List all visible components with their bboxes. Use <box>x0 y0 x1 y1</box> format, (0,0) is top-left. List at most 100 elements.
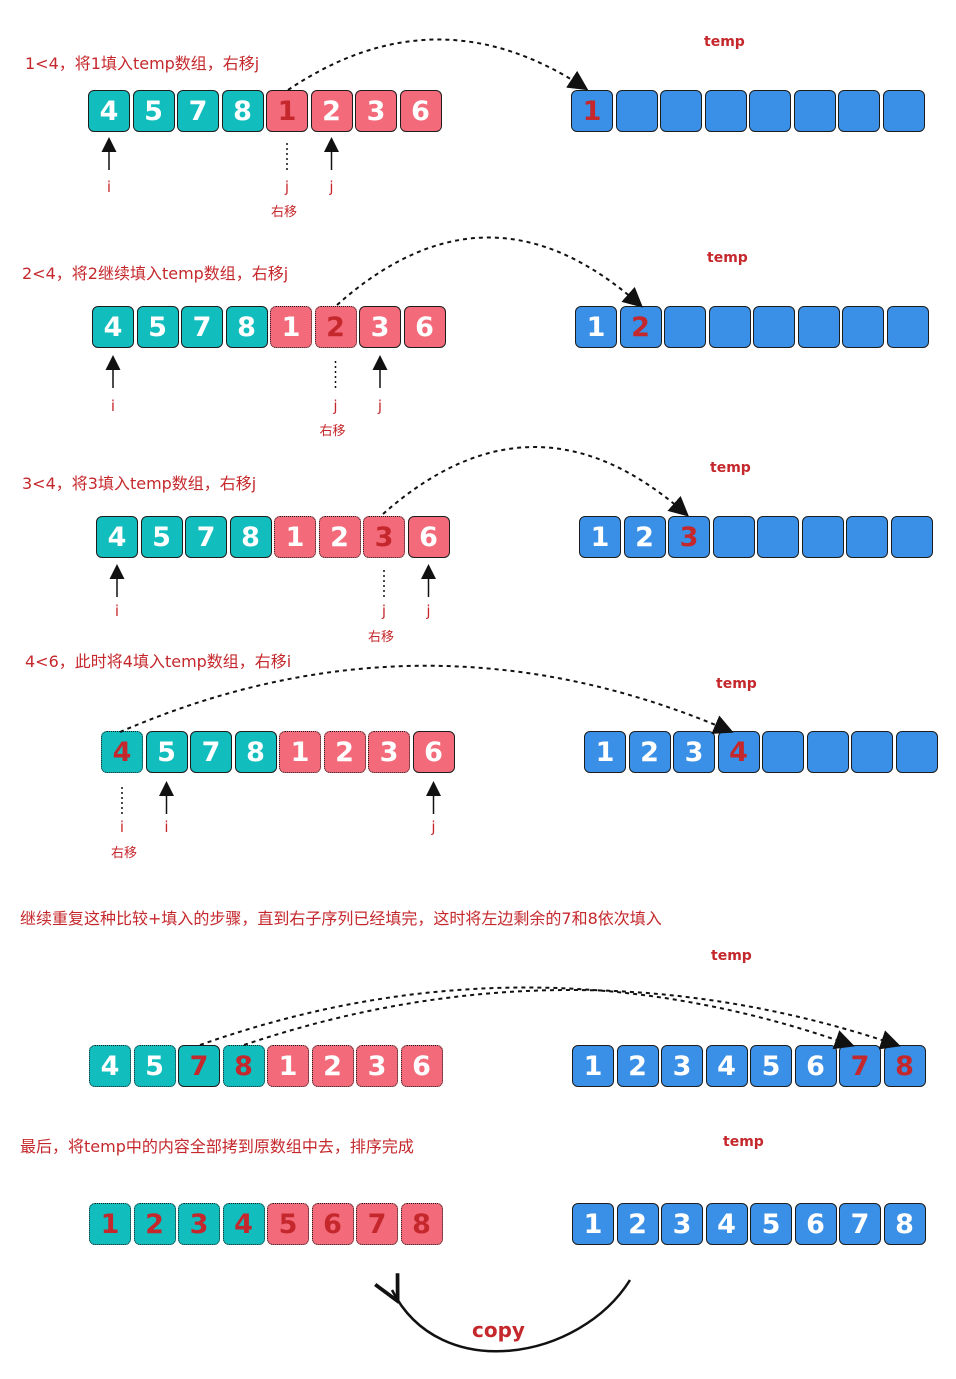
source-cell: 3 <box>356 1045 398 1087</box>
transfer-arrow <box>287 38 589 91</box>
source-cell: 7 <box>177 90 219 132</box>
temp-cell: 1 <box>572 1203 614 1245</box>
temp-array-label: temp <box>723 1134 764 1150</box>
source-cell: 4 <box>92 306 134 348</box>
source-cell: 7 <box>178 1045 220 1087</box>
temp-cell <box>753 306 795 348</box>
source-cell: 2 <box>311 1045 354 1087</box>
temp-cell <box>660 90 702 132</box>
temp-array: 1 <box>571 90 927 132</box>
temp-cell: 5 <box>750 1203 792 1245</box>
temp-cell <box>886 306 929 348</box>
step-caption: 1<4，将1填入temp数组，右移j <box>25 54 260 73</box>
transfer-arrow <box>243 989 901 1050</box>
source-cell: 3 <box>363 516 405 558</box>
step-caption: 继续重复这种比较+填入的步骤，直到右子序列已经填完，这时将左边剩余的7和8依次填… <box>20 909 662 928</box>
temp-cell: 5 <box>750 1045 792 1087</box>
source-cell: 2 <box>314 306 357 348</box>
pointer-label-j: j <box>377 397 383 415</box>
temp-cell: 2 <box>628 731 671 773</box>
temp-cell: 3 <box>661 1045 703 1087</box>
source-cell: 5 <box>136 306 179 348</box>
source-cell: 3 <box>368 731 410 773</box>
step-caption: 2<4，将2继续填入temp数组，右移j <box>22 264 289 283</box>
source-cell: 6 <box>403 306 446 348</box>
pointer-label-j: j <box>431 818 436 836</box>
temp-cell: 3 <box>668 516 710 558</box>
temp-cell <box>895 731 938 773</box>
transfer-arrow <box>336 236 643 308</box>
pointer-label-i: i <box>164 818 169 836</box>
source-cell: 3 <box>178 1203 220 1245</box>
temp-cell <box>842 306 884 348</box>
source-cell: 8 <box>234 731 277 773</box>
source-cell: 2 <box>323 731 366 773</box>
temp-cell: 1 <box>571 90 613 132</box>
temp-cell: 1 <box>584 731 626 773</box>
temp-cell: 4 <box>717 731 760 773</box>
temp-cell: 6 <box>794 1045 837 1087</box>
source-cell: 5 <box>132 90 175 132</box>
source-cell: 4 <box>101 731 143 773</box>
source-cell: 6 <box>412 731 455 773</box>
temp-cell: 2 <box>616 1045 659 1087</box>
temp-cell <box>890 516 933 558</box>
temp-cell: 6 <box>794 1203 837 1245</box>
source-cell: 1 <box>267 1045 309 1087</box>
source-cell: 1 <box>270 306 312 348</box>
pointer-label-i: i <box>114 602 120 620</box>
pointer-label-i: i <box>110 397 116 415</box>
temp-cell <box>712 516 755 558</box>
temp-array-label: temp <box>704 34 745 50</box>
copy-label: copy <box>472 1318 525 1342</box>
temp-cell: 3 <box>661 1203 703 1245</box>
step-caption: 4<6，此时将4填入temp数组，右移i <box>25 652 292 671</box>
source-cell: 3 <box>355 90 397 132</box>
temp-cell <box>806 731 849 773</box>
source-cell: 4 <box>89 1045 131 1087</box>
source-cell: 1 <box>279 731 321 773</box>
source-cell: 8 <box>225 306 268 348</box>
source-cell: 7 <box>181 306 223 348</box>
temp-cell <box>882 90 925 132</box>
source-cell: 1 <box>89 1203 131 1245</box>
pointer-label-j: j <box>329 178 334 196</box>
temp-array-label: temp <box>716 676 757 692</box>
pointer-label-i: i <box>106 178 112 196</box>
temp-cell: 7 <box>839 1203 881 1245</box>
pointer-label-j: j <box>381 602 387 620</box>
source-cell: 4 <box>88 90 130 132</box>
source-cell: 6 <box>400 1045 443 1087</box>
temp-cell <box>851 731 893 773</box>
temp-cell <box>757 516 799 558</box>
step-caption: 最后，将temp中的内容全部拷到原数组中去，排序完成 <box>20 1137 414 1156</box>
temp-array-label: temp <box>711 948 752 964</box>
transfer-arrow <box>382 446 689 517</box>
temp-cell: 1 <box>572 1045 614 1087</box>
temp-cell <box>797 306 840 348</box>
transfer-arrow <box>199 986 855 1050</box>
temp-cell: 1 <box>579 516 621 558</box>
source-cell: 2 <box>318 516 361 558</box>
source-cell: 1 <box>266 90 308 132</box>
source-cell: 2 <box>310 90 353 132</box>
source-cell: 5 <box>267 1203 309 1245</box>
source-cell: 7 <box>356 1203 398 1245</box>
source-cell: 8 <box>222 1045 265 1087</box>
temp-cell <box>615 90 658 132</box>
source-cell: 5 <box>133 1045 176 1087</box>
source-cell: 8 <box>229 516 272 558</box>
temp-cell: 7 <box>839 1045 881 1087</box>
temp-cell: 4 <box>705 1203 748 1245</box>
temp-cell: 2 <box>623 516 666 558</box>
temp-cell: 1 <box>575 306 617 348</box>
temp-cell <box>838 90 880 132</box>
